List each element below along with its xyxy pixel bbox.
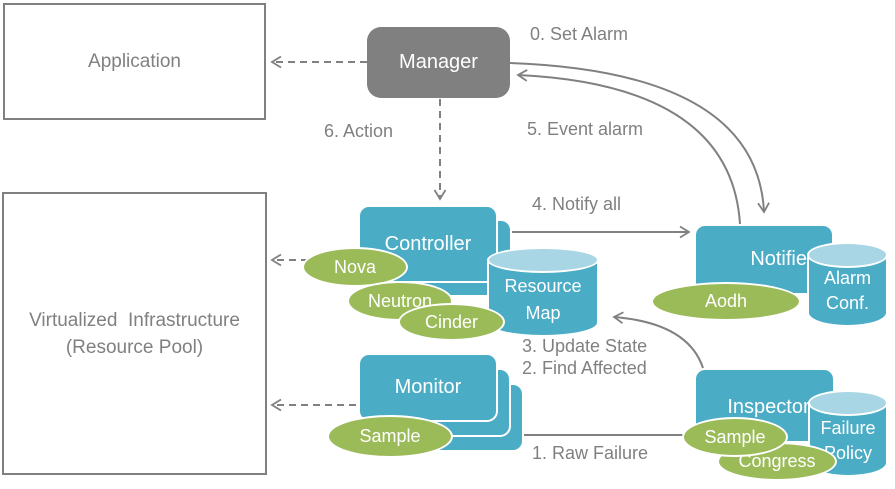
aodh-label: Aodh	[704, 291, 748, 311]
action-label: 6. Action	[324, 121, 394, 141]
alarm-conf-label-line1: Alarm	[823, 268, 871, 288]
alarm-conf-label-line2: Conf.	[825, 293, 870, 313]
manager-label: Manager	[399, 51, 478, 73]
monitor-box: Monitor	[358, 353, 498, 422]
resource-map-label-line1: Resource	[504, 276, 582, 296]
nova-label: Nova	[333, 256, 377, 277]
resource-map-label: Resource Map	[487, 273, 599, 327]
resource-map-top	[487, 247, 599, 273]
edge-set-alarm	[509, 62, 770, 214]
congress-label: Congress	[738, 451, 816, 471]
notify-all-label: 4. Notify all	[532, 194, 622, 214]
monitor-label: Monitor	[394, 376, 462, 398]
raw-failure-label: 1. Raw Failure	[532, 443, 649, 463]
virtualized-infrastructure-box: Virtualized Infrastructure (Resource Poo…	[2, 192, 267, 475]
edge-event-alarm	[516, 69, 741, 225]
inspector-label: Inspector	[727, 396, 810, 418]
cinder-ellipse: Cinder	[398, 303, 505, 341]
failure-policy-label-line1: Failure	[820, 418, 876, 438]
monitor-sample-ellipse: Sample	[327, 415, 453, 458]
application-box: Application	[3, 3, 266, 120]
alarm-conf-cylinder: Alarm Conf.	[807, 242, 888, 327]
aodh-ellipse: Aodh	[651, 282, 801, 321]
neutron-label: Neutron	[367, 290, 433, 311]
notifier-label: Notifier	[750, 248, 814, 270]
set-alarm-label: 0. Set Alarm	[530, 24, 629, 44]
alarm-conf-top	[807, 242, 888, 268]
application-label: Application	[88, 50, 181, 72]
failure-policy-top	[808, 390, 888, 416]
resource-pool-label: (Resource Pool)	[65, 336, 204, 358]
resource-map-label-line2: Map	[525, 303, 561, 323]
event-alarm-label: 5. Event alarm	[527, 119, 644, 139]
controller-label: Controller	[384, 232, 472, 255]
find-affected-label: 2. Find Affected	[522, 358, 647, 378]
inspector-sample-ellipse: Sample	[682, 417, 788, 457]
manager-box: Manager	[367, 27, 510, 98]
inspector-sample-label: Sample	[704, 426, 766, 447]
edge-update-state	[612, 311, 704, 369]
alarm-conf-label: Alarm Conf.	[807, 266, 888, 316]
monitor-sample-label: Sample	[359, 426, 421, 446]
resource-map-cylinder: Resource Map	[487, 247, 599, 337]
update-state-label: 3. Update State	[522, 336, 648, 356]
virtualized-infrastructure-label: Virtualized Infrastructure	[29, 309, 240, 331]
cinder-label: Cinder	[424, 311, 479, 332]
